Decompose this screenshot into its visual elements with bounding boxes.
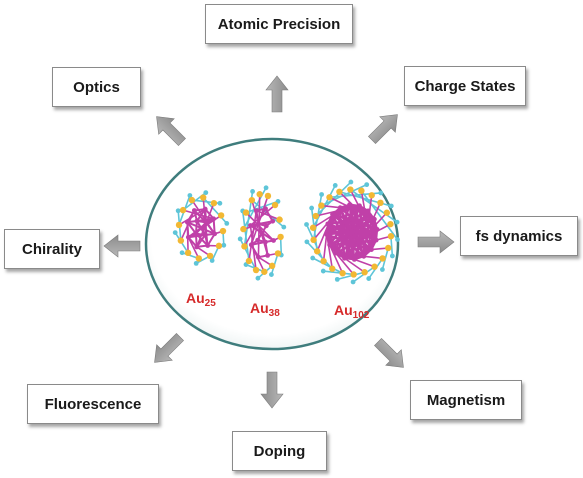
arrow-chirality xyxy=(103,234,141,258)
cluster-element-au38: Au xyxy=(250,300,269,316)
center-ellipse xyxy=(144,137,400,351)
arrow-fs-dynamics xyxy=(417,230,455,254)
cluster-element-au25: Au xyxy=(186,290,205,306)
arrow-fluorescence xyxy=(154,333,184,363)
cluster-label-au25: Au25 xyxy=(186,290,216,309)
property-box-fluorescence: Fluorescence xyxy=(27,384,159,424)
arrow-doping xyxy=(260,371,284,409)
arrow-atomic-precision xyxy=(265,75,289,113)
property-label-chirality: Chirality xyxy=(21,240,82,258)
cluster-au102 xyxy=(304,179,400,285)
property-box-doping: Doping xyxy=(232,431,327,471)
cluster-subscript-au25: 25 xyxy=(204,298,216,309)
cluster-subscript-au38: 38 xyxy=(268,308,280,319)
property-box-chirality: Chirality xyxy=(4,229,100,269)
cluster-subscript-au102: 102 xyxy=(352,310,370,321)
arrows-group xyxy=(103,75,455,409)
property-label-charge-states: Charge States xyxy=(414,77,516,95)
property-box-charge-states: Charge States xyxy=(404,66,526,106)
cluster-element-au102: Au xyxy=(334,302,353,318)
property-box-atomic-precision: Atomic Precision xyxy=(205,4,353,44)
property-box-optics: Optics xyxy=(52,67,141,107)
property-box-fs-dynamics: fs dynamics xyxy=(460,216,578,256)
property-label-optics: Optics xyxy=(73,78,120,96)
property-label-fluorescence: Fluorescence xyxy=(44,395,142,413)
cluster-au38 xyxy=(237,185,287,281)
property-box-magnetism: Magnetism xyxy=(410,380,522,420)
clusters-group xyxy=(172,179,400,285)
arrow-magnetism xyxy=(374,338,404,368)
property-label-magnetism: Magnetism xyxy=(426,391,506,409)
property-label-doping: Doping xyxy=(253,442,306,460)
cluster-label-au102: Au102 xyxy=(334,302,369,321)
cluster-label-au38: Au38 xyxy=(250,300,280,319)
property-label-fs-dynamics: fs dynamics xyxy=(475,227,563,245)
arrow-optics xyxy=(156,116,186,146)
cluster-au25 xyxy=(172,190,230,266)
property-label-atomic-precision: Atomic Precision xyxy=(217,15,341,33)
arrow-charge-states xyxy=(368,114,398,144)
